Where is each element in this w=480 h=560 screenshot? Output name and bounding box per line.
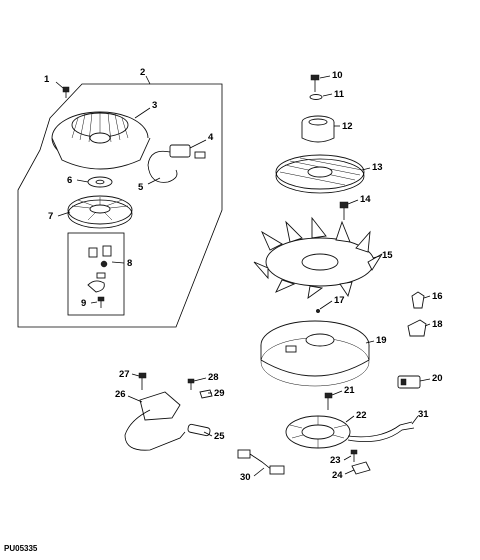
leader-lines	[55, 75, 431, 477]
callout-23: 23	[330, 455, 341, 466]
part-13-screen	[275, 154, 365, 194]
part-26-ignition-module	[124, 391, 186, 451]
part-18-clip	[407, 319, 427, 337]
callout-13: 13	[372, 162, 383, 173]
callout-2: 2	[140, 67, 145, 78]
callout-14: 14	[360, 194, 371, 205]
callout-18: 18	[432, 319, 443, 330]
callout-12: 12	[342, 121, 353, 132]
part-4-switch	[147, 144, 206, 183]
callout-27: 27	[119, 369, 130, 380]
recoil-starter-assembly-outline	[17, 83, 223, 328]
callout-28: 28	[208, 372, 219, 383]
callout-30: 30	[240, 472, 251, 483]
callout-22: 22	[356, 410, 367, 421]
callout-24: 24	[332, 470, 343, 481]
callout-26: 26	[115, 389, 126, 400]
callout-29: 29	[214, 388, 225, 399]
part-1-screw	[62, 86, 70, 98]
part-7-pulley	[67, 195, 133, 229]
callout-11: 11	[334, 89, 345, 100]
part-16-clip	[411, 291, 425, 309]
part-14-bolt	[339, 201, 349, 220]
callout-16: 16	[432, 291, 443, 302]
part-15-fan	[253, 216, 383, 299]
part-10-bolt	[310, 74, 320, 92]
part-23-screw	[350, 449, 358, 462]
callout-31: 31	[418, 409, 429, 420]
part-28-screw	[187, 378, 195, 390]
callout-21: 21	[344, 385, 355, 396]
part-11-washer	[309, 94, 323, 100]
part-17-key	[315, 308, 321, 314]
callout-8: 8	[127, 258, 132, 269]
callout-4: 4	[208, 132, 214, 143]
part-8-pawl-kit-box	[67, 232, 125, 316]
callout-10: 10	[332, 70, 343, 81]
callout-25: 25	[214, 431, 225, 442]
part-22-stator	[285, 415, 351, 449]
part-30-wire-harness	[237, 449, 285, 475]
part-31-wire-leads	[347, 421, 415, 443]
callout-17: 17	[334, 295, 345, 306]
part-8-pawl-kit	[87, 245, 112, 293]
callout-6: 6	[67, 175, 72, 186]
part-19-flywheel	[260, 320, 370, 387]
part-24-bracket	[351, 461, 371, 475]
part-25-spark-plug-boot	[187, 423, 211, 437]
callout-15: 15	[382, 250, 393, 261]
part-9-screw	[97, 296, 105, 308]
part-21-bolt	[324, 392, 333, 410]
part-3-starter-housing	[51, 111, 151, 170]
part-29-terminal	[199, 389, 213, 399]
callout-19: 19	[376, 335, 387, 346]
part-27-bolt	[138, 372, 147, 390]
callout-5: 5	[138, 182, 144, 193]
callout-9: 9	[81, 298, 86, 309]
part-20-connector	[397, 375, 421, 389]
callout-20: 20	[432, 373, 443, 384]
callout-1: 1	[44, 74, 50, 85]
callout-7: 7	[48, 211, 53, 222]
reference-code: PU05335	[4, 544, 38, 553]
part-12-starter-cup	[301, 115, 335, 143]
callout-3: 3	[152, 100, 157, 111]
